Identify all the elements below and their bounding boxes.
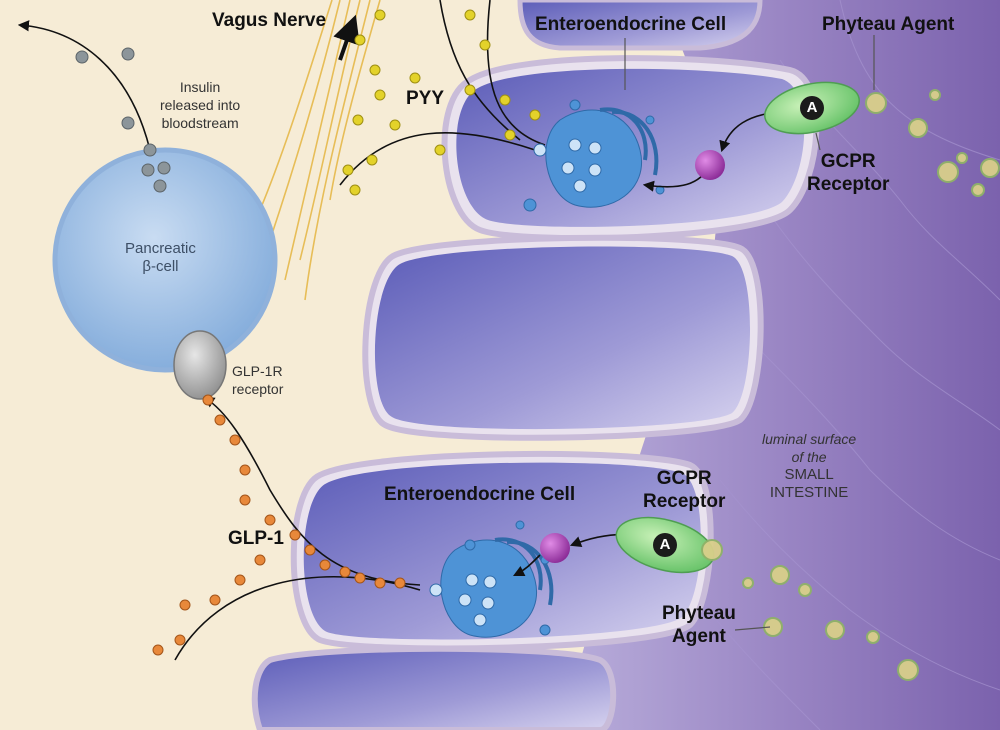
phyteau-bottom-line1: Phyteau xyxy=(662,603,736,624)
bottom-agent-badge-circle xyxy=(653,533,677,557)
gcpr-top-line2: Receptor xyxy=(807,174,890,195)
pyy-curve xyxy=(339,132,536,186)
phyteau-top-label: Phyteau Agent xyxy=(822,14,955,35)
gcpr-bottom-line1: GCPR xyxy=(656,468,712,489)
pyy-arrow xyxy=(486,0,546,146)
glp1r-receptor-shape xyxy=(173,330,227,400)
phyteau-bottom-label: Phyteau Agent xyxy=(662,602,736,648)
gcpr-top-line1: GCPR xyxy=(820,151,876,172)
vagus-nerve-arrow xyxy=(333,14,360,61)
insulin-label-line3: bloodstream xyxy=(161,115,239,131)
middle-cell xyxy=(374,246,751,430)
phyteau-agents xyxy=(701,89,1000,681)
phyteau-bottom-line2: Agent xyxy=(672,626,726,647)
leader-lines xyxy=(624,35,875,631)
enteroendocrine-top-label: Enteroendocrine Cell xyxy=(535,14,727,35)
bottom-internal-arrow xyxy=(512,554,541,577)
insulin-granules xyxy=(75,47,171,193)
enteroendocrine-bottom-label: Enteroendocrine Cell xyxy=(384,484,576,505)
insulin-arrow xyxy=(17,20,151,151)
luminal-line2: of the xyxy=(791,449,827,465)
cell-top-strip xyxy=(517,0,763,51)
vagus-nerve-label: Vagus Nerve xyxy=(212,10,327,31)
pancreatic-label-line1: Pancreatic xyxy=(125,240,196,257)
bottom-agent-badge: A xyxy=(659,536,671,553)
glp1-dots xyxy=(152,394,406,656)
top-vesicle xyxy=(695,150,725,180)
luminal-line4: INTESTINE xyxy=(769,484,849,501)
lowest-cell xyxy=(251,645,617,730)
pancreatic-beta-cell-label: Pancreatic β-cell xyxy=(125,240,196,276)
pyy-label: PYY xyxy=(406,88,445,109)
gcpr-bottom-line2: Receptor xyxy=(643,491,726,512)
pancreatic-label-line2: β-cell xyxy=(142,258,179,275)
gcpr-bottom-label: GCPR Receptor xyxy=(643,467,725,513)
insulin-label-line1: Insulin xyxy=(179,79,221,95)
top-charges xyxy=(533,138,602,193)
insulin-label-line2: released into xyxy=(160,97,241,113)
bottom-vesicle xyxy=(540,533,570,563)
luminal-line1: luminal surface xyxy=(762,431,857,447)
luminal-line3: SMALL xyxy=(784,466,834,483)
top-agent-badge-circle xyxy=(800,96,824,120)
lumen-texture xyxy=(699,0,1000,730)
pyy-dots xyxy=(342,9,541,196)
glp1r-label: GLP-1R receptor xyxy=(232,362,283,398)
top-golgi xyxy=(523,99,665,212)
pyy-lead xyxy=(439,0,521,141)
luminal-surface-label: luminal surface of the SMALL INTESTINE xyxy=(762,430,856,502)
glp1-label: GLP-1 xyxy=(228,528,284,549)
top-agent-badge: A xyxy=(806,99,818,116)
glp1r-label-line2: receptor xyxy=(232,381,284,397)
insulin-label: Insulin released into bloodstream xyxy=(160,78,240,132)
gcpr-top-label: GCPR Receptor xyxy=(807,150,889,196)
pancreatic-beta-cell xyxy=(52,147,278,373)
bottom-golgi xyxy=(440,520,554,638)
glp1r-label-line1: GLP-1R xyxy=(232,363,283,379)
bottom-charges xyxy=(429,573,497,627)
